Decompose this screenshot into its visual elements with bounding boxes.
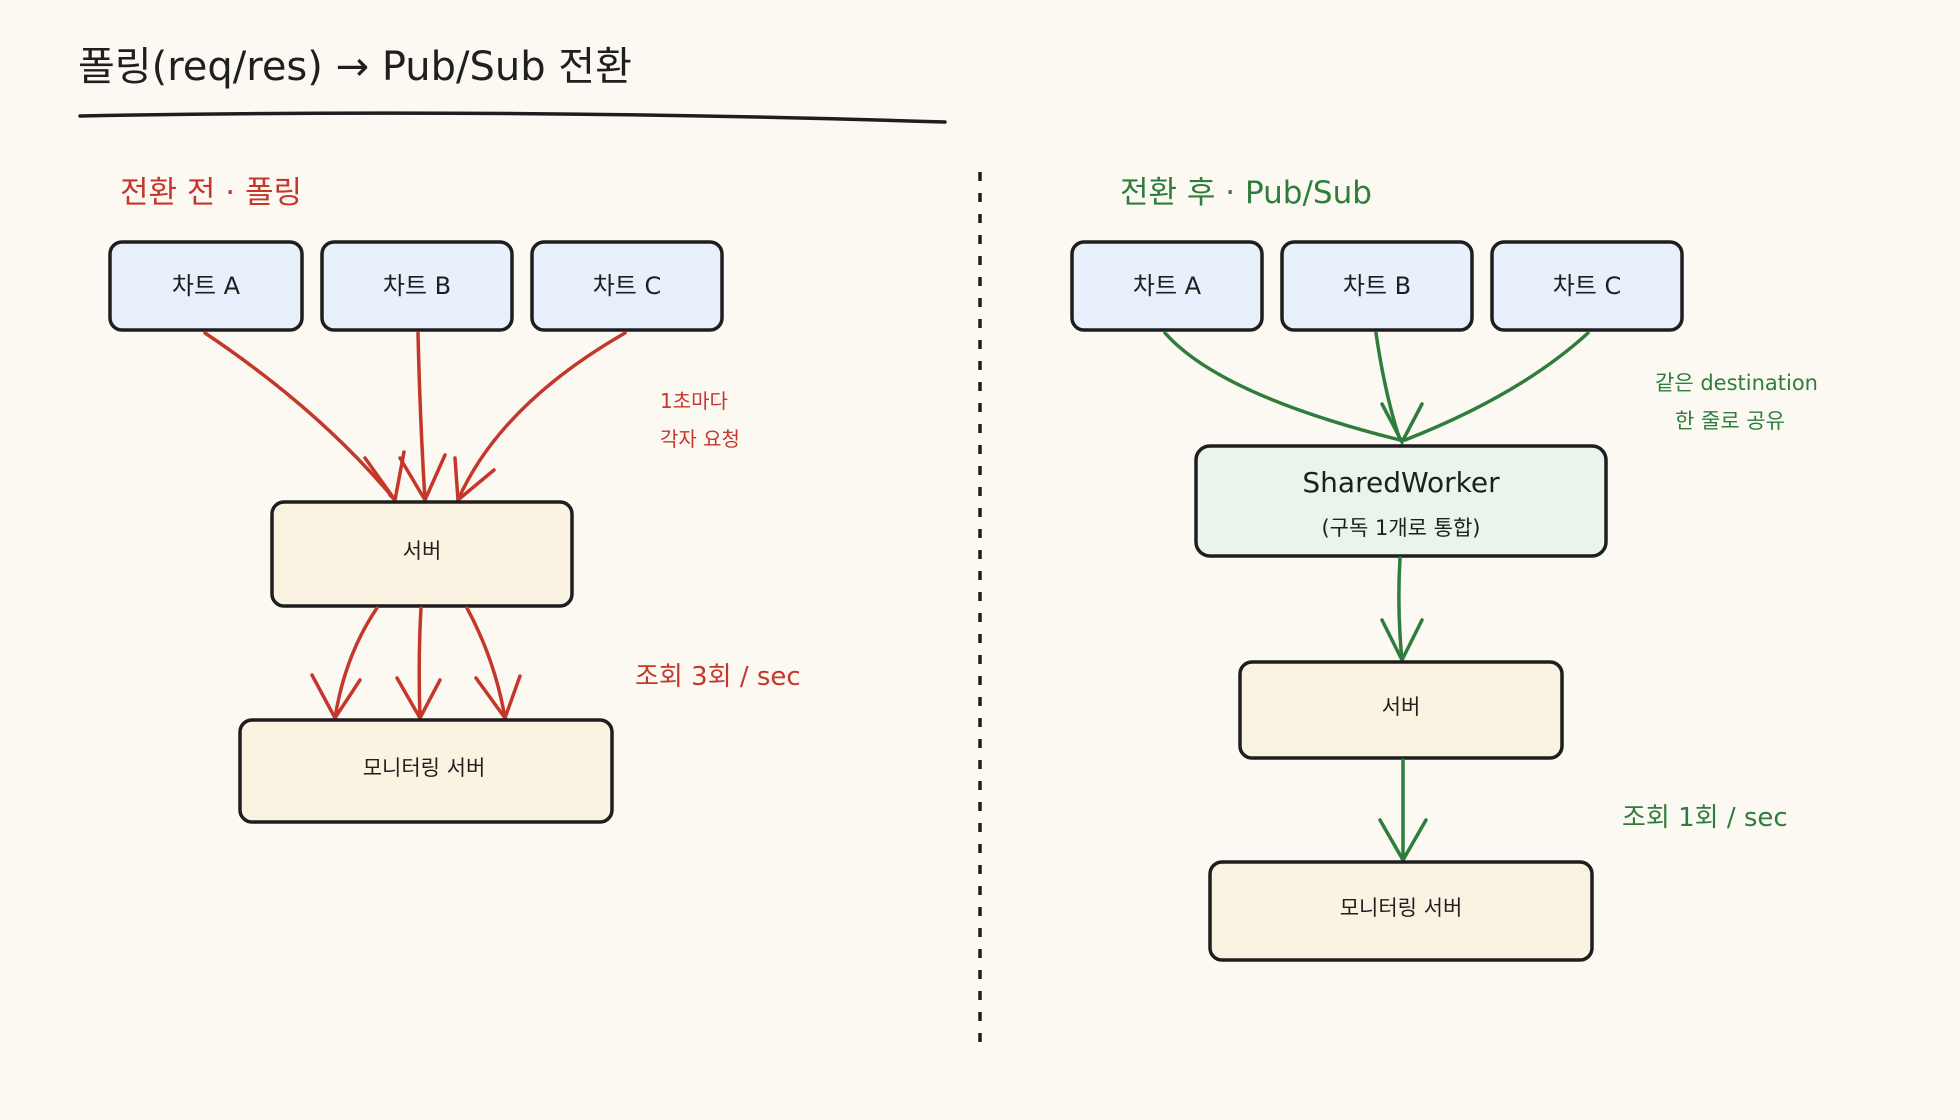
before-arrow-c-server — [456, 331, 627, 502]
after-rate: 조회 1회 / sec — [1622, 803, 1788, 833]
before-note-line-2: 각자 요청 — [660, 427, 740, 451]
before-heading: 전환 전 · 폴링 — [120, 175, 302, 211]
after-chart-c: 차트 C — [1490, 240, 1684, 332]
before-chart-a-label: 차트 A — [172, 272, 241, 300]
before-chart-b-label: 차트 B — [383, 272, 451, 300]
title-underline — [78, 111, 947, 124]
after-chart-b-label: 차트 B — [1343, 272, 1411, 300]
after-note-line-2: 한 줄로 공유 — [1675, 409, 1785, 433]
after-chart-b: 차트 B — [1280, 240, 1474, 332]
after-monitor-box: 모니터링 서버 — [1208, 860, 1594, 962]
after-heading: 전환 후 · Pub/Sub — [1120, 175, 1372, 211]
after-section: 전환 후 · Pub/Sub 차트 A 차트 B 차트 C 같은 destina… — [1070, 175, 1818, 962]
before-arrow-a-server — [203, 331, 397, 502]
before-chart-a: 차트 A — [108, 240, 304, 332]
after-worker-sublabel: (구독 1개로 통합) — [1321, 516, 1480, 540]
after-arrow-a-worker — [1163, 331, 1402, 442]
before-server-box: 서버 — [270, 500, 574, 608]
after-monitor-label: 모니터링 서버 — [1340, 896, 1463, 920]
before-arrow-server-monitor-2 — [417, 606, 423, 720]
before-section: 전환 전 · 폴링 차트 A 차트 B 차트 C 1초마다 각자 요청 서버 — [108, 175, 801, 824]
after-server-label: 서버 — [1382, 695, 1421, 719]
after-arrow-worker-server — [1397, 556, 1404, 662]
before-rate: 조회 3회 / sec — [635, 662, 801, 692]
after-chart-a: 차트 A — [1070, 240, 1264, 332]
page-title: 폴링(req/res) → Pub/Sub 전환 — [78, 44, 632, 90]
before-arrow-b-server — [416, 331, 427, 502]
before-monitor-box: 모니터링 서버 — [238, 718, 614, 824]
after-chart-a-label: 차트 A — [1133, 272, 1202, 300]
after-arrow-c-worker — [1403, 331, 1590, 442]
after-sharedworker-box: SharedWorker (구독 1개로 통합) — [1194, 444, 1608, 558]
before-chart-c-label: 차트 C — [593, 272, 662, 300]
after-arrow-b-worker — [1374, 331, 1402, 442]
before-chart-c: 차트 C — [530, 240, 724, 332]
after-chart-c-label: 차트 C — [1553, 272, 1622, 300]
after-server-box: 서버 — [1238, 660, 1564, 760]
before-arrow-server-monitor-3 — [465, 606, 507, 720]
after-worker-label: SharedWorker — [1302, 466, 1500, 499]
before-chart-b: 차트 B — [320, 240, 514, 332]
before-arrow-server-monitor-1 — [333, 606, 379, 720]
before-monitor-label: 모니터링 서버 — [363, 756, 486, 780]
before-note-line-1: 1초마다 — [660, 389, 728, 413]
before-server-label: 서버 — [403, 539, 442, 563]
after-note-line-1: 같은 destination — [1655, 371, 1818, 395]
